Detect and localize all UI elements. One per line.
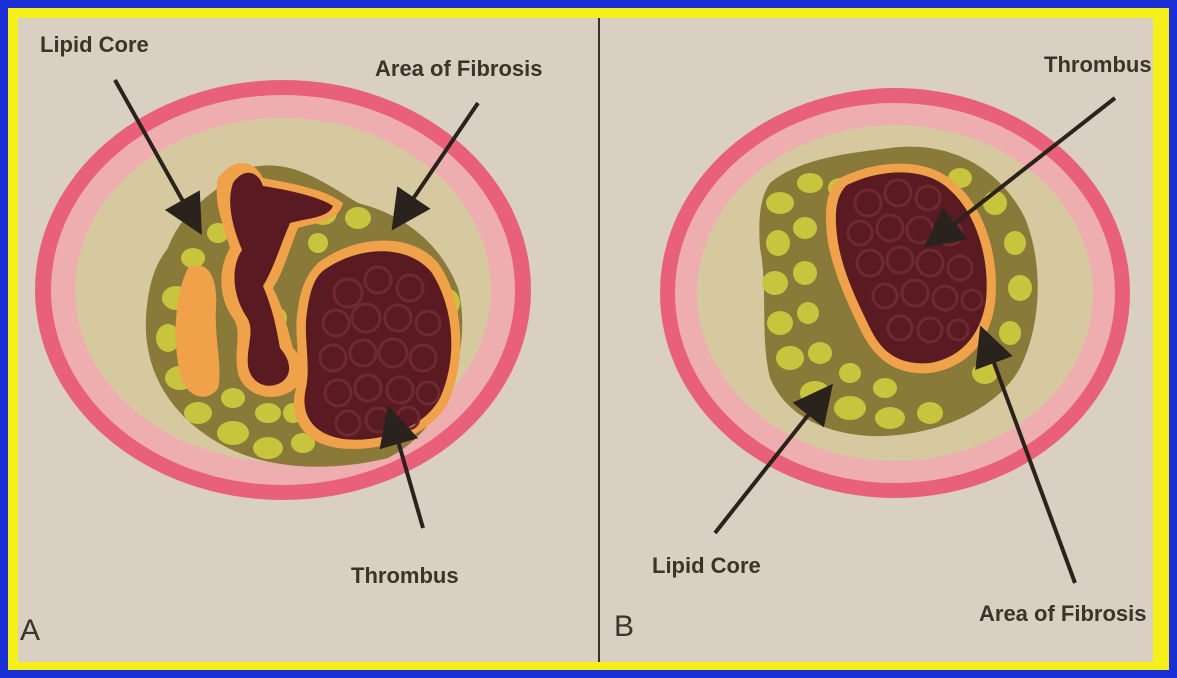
panel-a-illustration [18, 18, 598, 662]
panel-b: Thrombus Lipid Core Area of Fibrosis B [600, 18, 1153, 662]
label-thrombus-a: Thrombus [351, 563, 459, 589]
panel-letter-b: B [614, 610, 634, 644]
label-fibrosis-b: Area of Fibrosis [979, 601, 1146, 627]
label-lipid-core-a: Lipid Core [40, 32, 149, 58]
panel-letter-a: A [20, 614, 40, 648]
label-fibrosis-a: Area of Fibrosis [375, 56, 542, 82]
label-thrombus-b: Thrombus [1044, 52, 1152, 78]
label-lipid-core-b: Lipid Core [652, 553, 761, 579]
lipid-core-region-a [176, 265, 220, 396]
panel-a: Lipid Core Area of Fibrosis Thrombus A [18, 18, 598, 662]
